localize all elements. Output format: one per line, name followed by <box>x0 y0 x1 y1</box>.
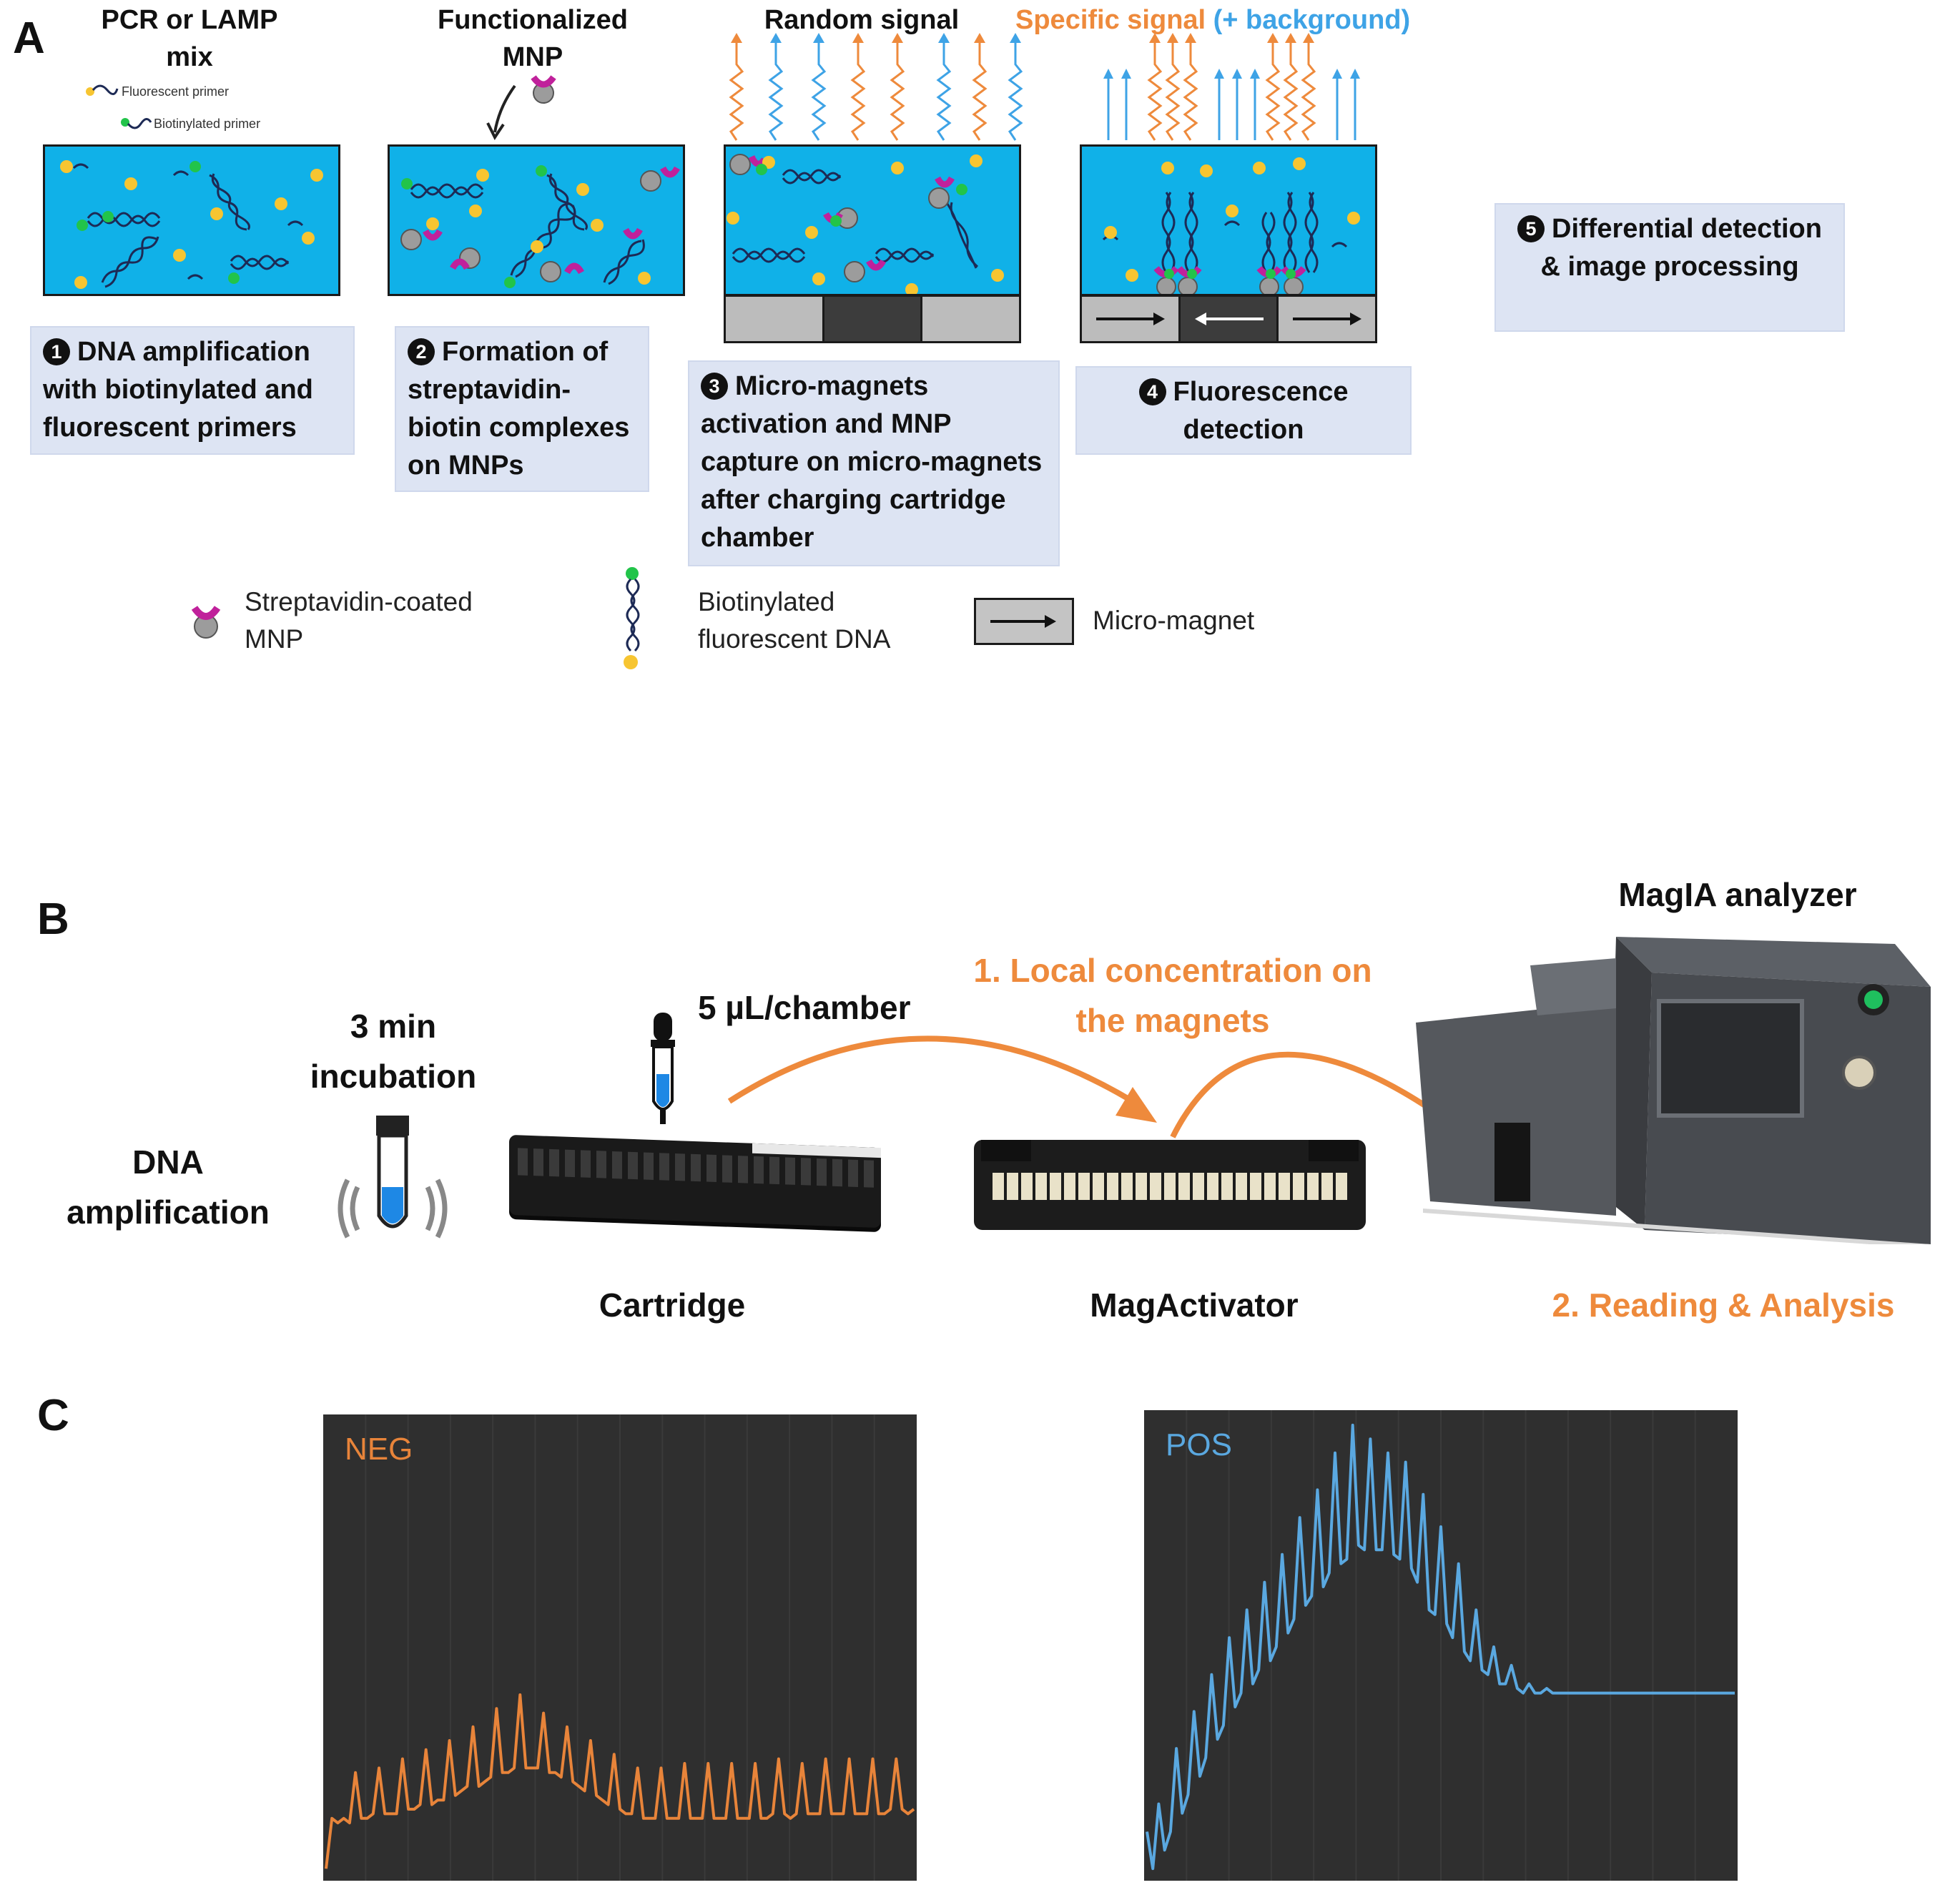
step-3-text: Micro-magnets activation and MNP capture… <box>701 371 1043 553</box>
pos-trace-svg <box>1146 1410 1735 1881</box>
dna-amplification-label: DNA amplification <box>67 1143 270 1231</box>
step1-label: 1. Local concentration on the magnets <box>973 952 1372 1039</box>
neg-label: NEG <box>345 1432 413 1467</box>
trace-line-neg <box>325 1693 915 1869</box>
chamber-mnp <box>388 144 685 296</box>
analyzer-label: MagIA analyzer <box>1618 876 1857 913</box>
mnp-legend-icon <box>191 606 221 639</box>
random-capture <box>727 154 1004 294</box>
mnp-legend-label: Streptavidin-coated MNP <box>245 587 473 654</box>
cartridge-image <box>509 1134 881 1229</box>
magactivator-slots <box>981 1140 1359 1200</box>
chamber-detection <box>1080 144 1377 296</box>
arrow-right-icon <box>1293 312 1362 325</box>
step-3-number: 3 <box>701 373 728 400</box>
dna-legend-icon <box>624 567 640 669</box>
step-4-number: 4 <box>1138 378 1166 405</box>
step-5-number: 5 <box>1517 215 1545 242</box>
cartridge-label: Cartridge <box>599 1286 746 1324</box>
micro-magnets-active <box>1080 295 1377 343</box>
neg-trace-svg <box>325 1414 915 1881</box>
arrow-left-icon <box>1194 312 1264 325</box>
magnet-legend-label: Micro-magnet <box>1093 606 1255 635</box>
magnet-legend-icon <box>974 598 1074 645</box>
trace-line-pos <box>1146 1423 1735 1871</box>
step-4-text: Fluorescence detection <box>1173 377 1349 445</box>
biotinylated-primer-label: Biotinylated primer <box>121 117 260 132</box>
col1-title: PCR or LAMP mix <box>101 5 278 72</box>
step-4-box: 4 Fluorescence detection <box>1075 366 1412 455</box>
panel-c-label: C <box>37 1391 69 1440</box>
step-1-number: 1 <box>43 338 70 365</box>
step-5-text: Differential detection & image processin… <box>1540 214 1822 282</box>
step-2-text: Formation of streptavidin-biotin complex… <box>408 337 630 481</box>
step-2-number: 2 <box>408 338 435 365</box>
micro-magnets-inactive <box>724 295 1021 343</box>
analyzer-image <box>1416 937 1931 1244</box>
incubation-label: 3 min incubation <box>310 1008 477 1095</box>
biotinylated-primer-icon <box>121 118 152 129</box>
mnp-drop-arrow <box>486 75 556 140</box>
panel-a-label: A <box>13 14 45 63</box>
step-1-text: DNA amplification with biotinylated and … <box>43 337 313 443</box>
pipette-icon <box>651 1013 675 1124</box>
chamber-amplification <box>43 144 340 296</box>
dna-strands <box>60 160 323 289</box>
pos-trace-panel: POS <box>1144 1410 1738 1881</box>
volume-label: 5 µL/chamber <box>698 989 911 1026</box>
arrow-right-icon <box>1096 312 1165 325</box>
step2-label: 2. Reading & Analysis <box>1552 1286 1895 1324</box>
dna-mnp-mix <box>400 165 680 288</box>
fluorescent-primer-label: Fluorescent primer <box>86 84 229 99</box>
dna-legend-label: Biotinylated fluorescent DNA <box>698 587 891 654</box>
magactivator-label: MagActivator <box>1090 1286 1299 1324</box>
arrow-right-icon <box>990 615 1056 628</box>
magactivator-image <box>974 1140 1366 1230</box>
fluorescent-primer-icon <box>86 84 119 96</box>
signal-arrows <box>729 33 1361 142</box>
specific-capture <box>1102 157 1360 294</box>
col2-title: Functionalized MNP <box>438 5 628 72</box>
tube-icon <box>338 1116 448 1239</box>
col3-title: Random signal <box>764 5 960 35</box>
panel-b-label: B <box>37 895 69 944</box>
pos-label: POS <box>1166 1427 1232 1462</box>
col4-title: Specific signal (+ background) <box>1015 5 1411 35</box>
neg-trace-panel: NEG <box>323 1414 917 1881</box>
cartridge-wells <box>518 1143 881 1188</box>
chamber-capture <box>724 144 1021 296</box>
